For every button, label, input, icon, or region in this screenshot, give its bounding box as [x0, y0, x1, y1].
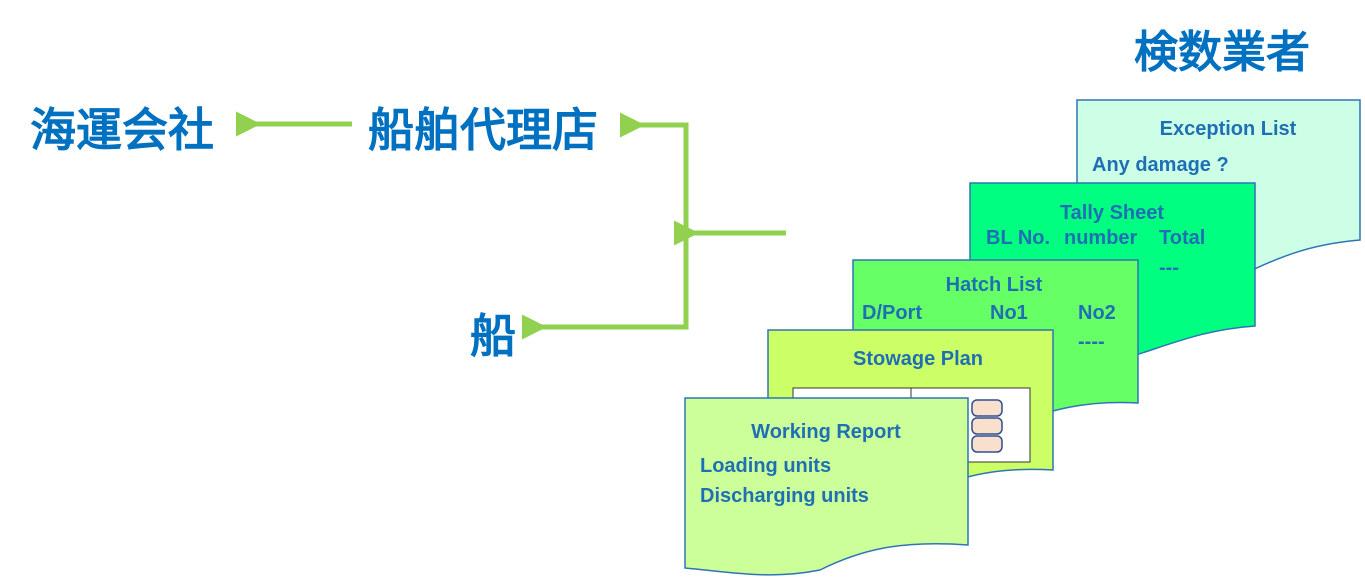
doc-working-report: Working Report Loading units Discharging… — [684, 397, 969, 576]
working-report-line2: Discharging units — [700, 485, 869, 507]
tally-sheet-title: Tally Sheet — [1060, 202, 1164, 224]
hatch-list-dash: ---- — [1078, 331, 1105, 353]
stowage-plan-title: Stowage Plan — [853, 348, 983, 370]
exception-list-line1: Any damage ? — [1092, 154, 1229, 176]
tally-sheet-col-bl: BL No. — [986, 227, 1050, 249]
ship-label: 船 — [470, 309, 516, 363]
shipping-company-label: 海運会社 — [30, 103, 214, 157]
stowage-container-1 — [971, 399, 1003, 417]
stowage-container-2 — [971, 417, 1003, 435]
tally-sheet-col-number: number — [1064, 227, 1138, 249]
hatch-list-col-dport: D/Port — [862, 302, 922, 324]
flow-arrows — [236, 111, 786, 340]
working-report-title: Working Report — [751, 421, 901, 443]
surveyor-label: 検数業者 — [1134, 27, 1310, 78]
working-report-line1: Loading units — [700, 455, 831, 477]
hatch-list-title: Hatch List — [946, 274, 1043, 296]
hatch-list-col-no1: No1 — [990, 302, 1028, 324]
exception-list-title: Exception List — [1160, 118, 1297, 140]
tally-sheet-dash: --- — [1159, 257, 1179, 279]
stowage-container-3 — [971, 435, 1003, 453]
hatch-list-col-no2: No2 — [1078, 302, 1116, 324]
tally-sheet-col-total: Total — [1159, 227, 1205, 249]
connector-vertical — [522, 112, 689, 340]
